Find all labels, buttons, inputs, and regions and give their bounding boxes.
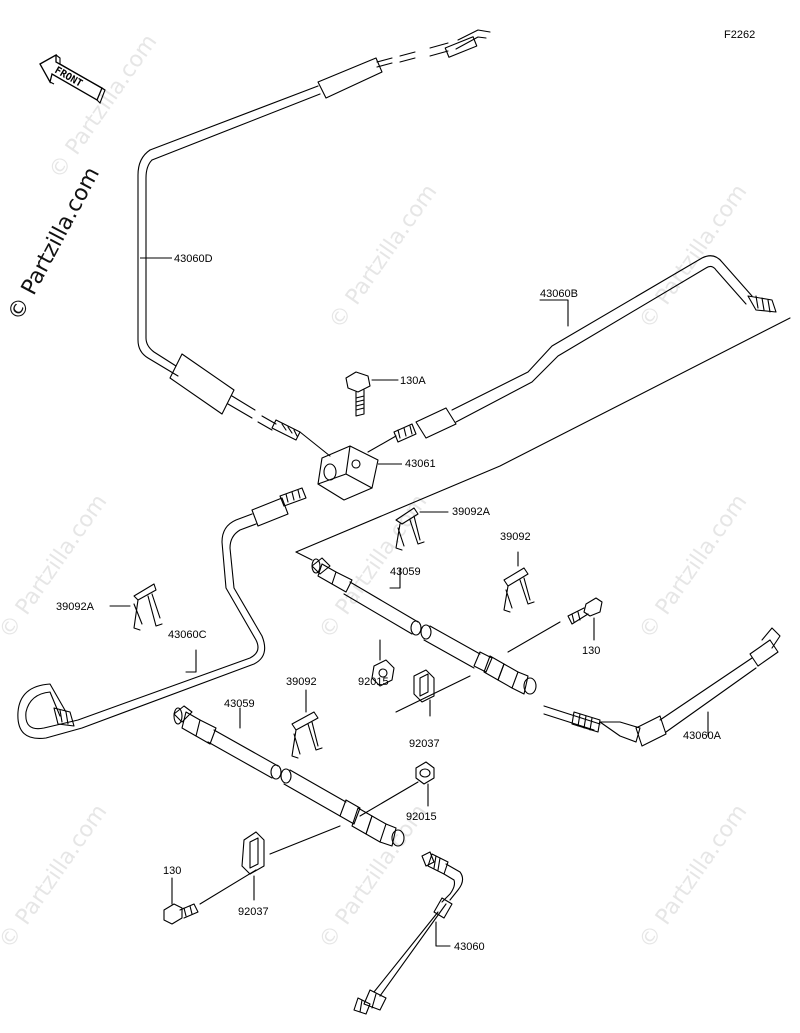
- figure-code: F2262: [724, 29, 755, 41]
- watermark: © Partzilla.com: [0, 490, 112, 643]
- callout-92037-mid: 92037: [409, 738, 440, 750]
- callout-92015-bottom: 92015: [406, 811, 437, 823]
- callout-43061: 43061: [405, 458, 436, 470]
- watermark: © Partzilla.com: [634, 180, 752, 333]
- clamp-92037-bottom: [241, 825, 341, 901]
- callout-43060c: 43060C: [168, 629, 207, 641]
- callout-130a: 130A: [400, 375, 426, 387]
- clamp-92037-mid: [395, 669, 471, 717]
- clip-39092a-top: [395, 507, 449, 551]
- callout-43060b: 43060B: [540, 288, 578, 300]
- leader-line: [295, 551, 313, 561]
- brake-hose-43060b: [393, 255, 777, 443]
- clip-39092-top: [503, 551, 535, 613]
- watermarks: © Partzilla.com © Partzilla.com © Partzi…: [0, 30, 752, 953]
- callout-39092-top: 39092: [500, 531, 531, 543]
- hose-assembly-43059-right: [311, 557, 601, 731]
- front-arrow-icon: FRONT: [39, 53, 106, 104]
- watermark: © Partzilla.com: [314, 800, 432, 953]
- callout-92037-bottom: 92037: [238, 906, 269, 918]
- joint-block-43061: [299, 431, 397, 501]
- hose-assembly-43059-left: [173, 705, 405, 847]
- callout-43060: 43060: [454, 941, 485, 953]
- watermark: © Partzilla.com: [0, 800, 112, 953]
- brake-hose-43060d: [137, 29, 491, 441]
- callout-39092a-top: 39092A: [452, 506, 491, 518]
- callout-130-right: 130: [582, 645, 600, 657]
- callout-130-left: 130: [163, 865, 181, 877]
- callout-43060a: 43060A: [683, 730, 722, 742]
- clip-39092-mid: [291, 689, 323, 759]
- watermark: © Partzilla.com: [634, 490, 752, 643]
- nut-92015-top: [371, 639, 395, 687]
- callout-92015-top: 92015: [358, 676, 389, 688]
- callout-labels: 43060D 43060B 130A 43061 39092A 39092 39…: [56, 253, 722, 953]
- callout-43060d: 43060D: [174, 253, 213, 265]
- watermark: © Partzilla.com: [44, 30, 162, 183]
- brake-hose-43060c: [17, 487, 307, 740]
- callout-39092a-left: 39092A: [56, 601, 95, 613]
- callout-43059-right: 43059: [390, 566, 421, 578]
- bolt-130-right: [507, 597, 603, 653]
- clip-39092a-left: [109, 583, 163, 631]
- callout-43059-left: 43059: [224, 698, 255, 710]
- brake-hose-43060: [353, 851, 464, 1015]
- brake-hose-43060a: [571, 627, 781, 747]
- bolt-130a: [345, 371, 399, 417]
- watermark: © Partzilla.com: [324, 180, 442, 333]
- watermark-dark: © Partzilla.com: [3, 163, 105, 325]
- watermark: © Partzilla.com: [634, 800, 752, 953]
- leader-line: [295, 317, 791, 553]
- nut-92015-bottom: [359, 761, 435, 817]
- bolt-130-left: [163, 869, 257, 925]
- callout-39092-mid: 39092: [286, 676, 317, 688]
